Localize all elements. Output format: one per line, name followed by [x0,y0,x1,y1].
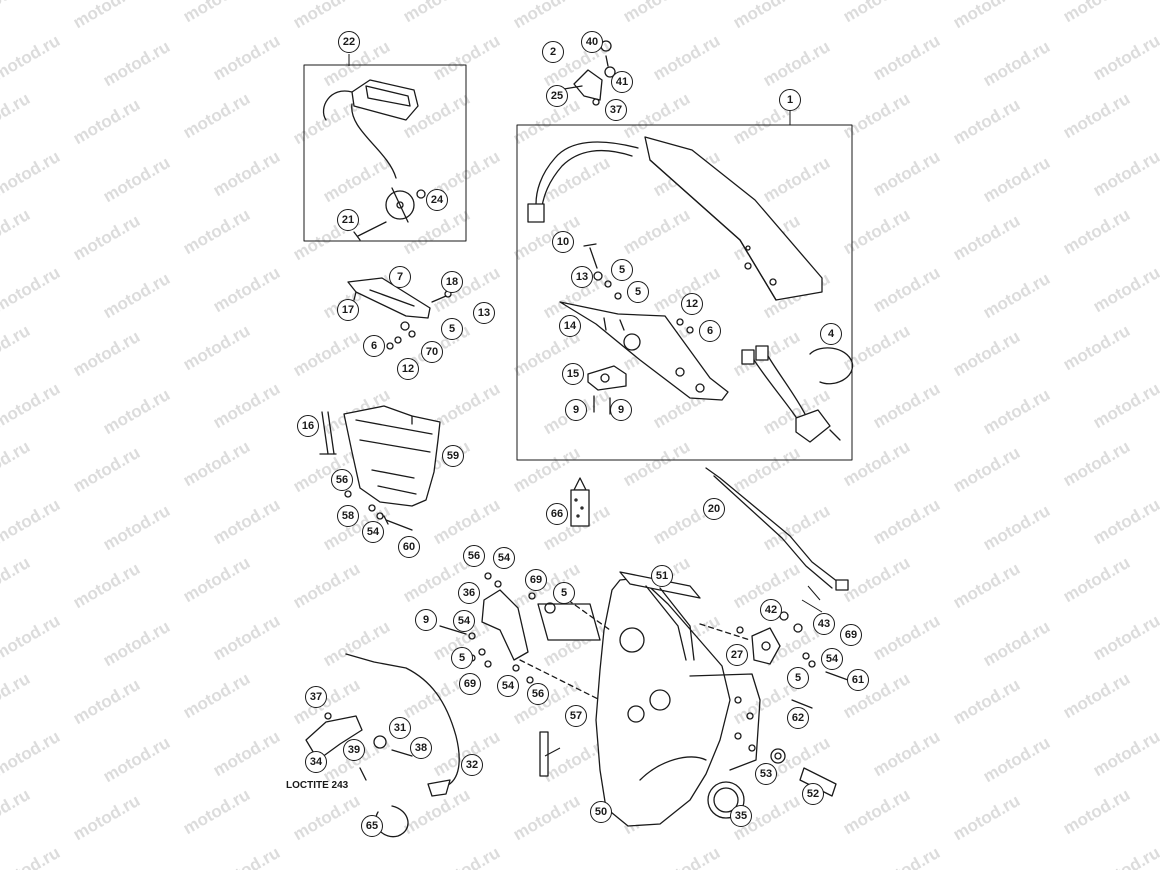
plate-holder [319,405,441,507]
headlight-mask [644,136,823,301]
part-callout: 6 [699,320,721,342]
part-callout: 37 [305,686,327,708]
part-callout: 9 [565,399,587,421]
part-callout: 41 [611,71,633,93]
hose [539,731,549,777]
part-callout: 10 [552,231,574,253]
side-plate [537,603,601,641]
part-callout: 36 [458,582,480,604]
part-callout: 69 [525,569,547,591]
part-callout: 66 [546,503,568,525]
part-callout: 7 [389,266,411,288]
part-callout: 16 [297,415,319,437]
part-callout: 4 [820,323,842,345]
part-callout: 54 [497,675,519,697]
part-callout: 50 [590,801,612,823]
part-callout: 1 [779,89,801,111]
cable-tie-strip [705,467,849,591]
part-callout: 54 [453,610,475,632]
part-callout: 9 [610,399,632,421]
part-callout: 34 [305,751,327,773]
wiring-group-box [516,124,853,461]
part-callout: 13 [571,266,593,288]
part-callout: 56 [463,545,485,567]
part-callout: 27 [726,644,748,666]
part-callout: 13 [473,302,495,324]
small-bracket [557,40,616,106]
part-callout: 6 [363,335,385,357]
part-callout: 42 [760,599,782,621]
holder-bolts [344,490,413,531]
part-callout: 5 [787,667,809,689]
part-callout: 56 [527,683,549,705]
mounting-plate [559,301,729,401]
part-callout: 15 [562,363,584,385]
rubber-grommet [770,748,786,764]
part-callout: 54 [821,648,843,670]
part-callout: 31 [389,717,411,739]
loctite-note: LOCTITE 243 [286,780,349,791]
headlight-wiring [527,141,639,223]
part-callout: 40 [581,31,603,53]
plate-nuts [676,318,694,334]
upper-bracket [347,277,452,350]
part-callout: 56 [331,469,353,491]
part-callout: 53 [755,763,777,785]
headlight-switch [741,345,853,443]
part-callout: 37 [605,99,627,121]
part-callout: 61 [847,669,869,691]
dashboard-group-box [303,64,467,242]
rear-bracket [699,611,849,709]
part-callout: 59 [442,445,464,467]
part-callout: 2 [542,41,564,63]
dashboard-screw [353,221,387,241]
dashboard-nut [416,189,426,199]
part-callout: 12 [397,358,419,380]
part-callout: 5 [611,259,633,281]
part-callout: 38 [410,737,432,759]
part-callout: 43 [813,613,835,635]
part-callout: 51 [651,565,673,587]
part-callout: 14 [559,315,581,337]
part-callout: 18 [441,271,463,293]
part-callout: 60 [398,536,420,558]
part-callout: 32 [461,754,483,776]
part-callout: 17 [337,299,359,321]
sub-bracket [481,589,529,661]
brake-light-cable [345,653,460,797]
part-callout: 57 [565,705,587,727]
frame-casting [595,577,761,827]
part-callout: 5 [441,318,463,340]
part-callout: 21 [337,209,359,231]
part-callout: 20 [703,498,725,520]
part-callout: 9 [415,609,437,631]
spray-can [570,477,590,527]
part-callout: 69 [459,673,481,695]
speedometer-unit [322,79,419,223]
part-callout: 5 [627,281,649,303]
part-callout: 35 [730,805,752,827]
part-callout: 25 [546,85,568,107]
part-callout: 39 [343,739,365,761]
part-callout: 22 [338,31,360,53]
part-callout: 58 [337,505,359,527]
part-callout: 54 [362,521,384,543]
part-callout: 65 [361,815,383,837]
part-callout: 69 [840,624,862,646]
rubber-block [587,365,627,391]
part-callout: 70 [421,341,443,363]
part-callout: 12 [681,293,703,315]
pivot-bolt [799,767,837,797]
upper-bolt [583,243,622,300]
part-callout: 54 [493,547,515,569]
part-callout: 5 [553,582,575,604]
part-callout: 24 [426,189,448,211]
part-callout: 62 [787,707,809,729]
part-callout: 52 [802,783,824,805]
part-callout: 5 [451,647,473,669]
